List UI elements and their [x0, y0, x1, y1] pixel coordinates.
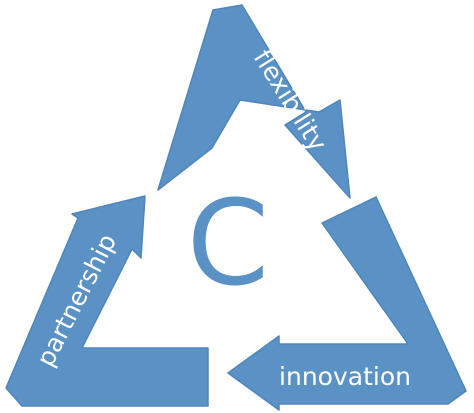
flexibility-arrow-shape [157, 4, 351, 199]
center-letter: C [187, 174, 269, 312]
flexibility-arrow: flexibility [157, 4, 351, 199]
partnership-arrow-shape [5, 195, 209, 407]
partnership-arrow: partnership [5, 195, 209, 407]
innovation-arrow: innovation [227, 196, 467, 411]
innovation-arrow-shape [227, 196, 467, 411]
innovation-label: innovation [279, 362, 411, 391]
